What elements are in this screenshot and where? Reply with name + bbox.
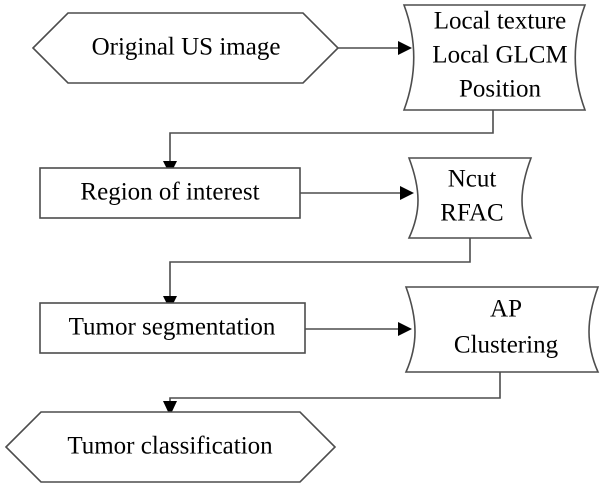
data-tape-shape [407, 157, 533, 239]
edge-original-to-feature [338, 41, 412, 55]
node-label-position: Position [459, 76, 541, 103]
node-ncut-rfac-data[interactable]: Ncut RFAC [407, 157, 533, 239]
arrowhead-right-icon [398, 41, 412, 55]
arrowhead-right-icon [400, 186, 414, 200]
node-tumor-classification[interactable]: Tumor classification [4, 411, 337, 483]
edge-clustering-to-classification [163, 372, 501, 416]
data-tape-shape [404, 286, 600, 373]
node-label-local-texture: Local texture [434, 8, 567, 35]
node-label-original-us-image: Original US image [92, 34, 281, 61]
rectangle-shape [39, 167, 301, 219]
rectangle-shape [39, 302, 306, 354]
node-label-ap: AP [490, 296, 522, 323]
edge-segmentation-to-clustering [305, 322, 412, 336]
edge-polyline [169, 110, 494, 161]
edge-polyline [169, 238, 471, 296]
data-tape-shape [402, 4, 587, 111]
edge-roi-to-ncut [300, 186, 414, 200]
arrowhead-right-icon [398, 322, 412, 336]
node-label-rfac: RFAC [440, 200, 503, 227]
edge-polyline [169, 372, 501, 405]
node-label-local-glcm: Local GLCM [432, 42, 567, 69]
node-tumor-segmentation[interactable]: Tumor segmentation [39, 302, 306, 354]
node-label-tumor-segmentation: Tumor segmentation [69, 314, 276, 341]
node-region-of-interest[interactable]: Region of interest [39, 167, 301, 219]
node-ap-clustering-data[interactable]: AP Clustering [404, 286, 600, 373]
hexagon-shape [4, 411, 337, 483]
node-label-clustering: Clustering [454, 332, 559, 359]
node-label-ncut: Ncut [448, 166, 497, 193]
node-original-us-image[interactable]: Original US image [31, 12, 340, 84]
node-feature-extraction-data[interactable]: Local texture Local GLCM Position [402, 4, 587, 111]
node-label-tumor-classification: Tumor classification [67, 433, 273, 460]
arrowhead-down-icon [163, 401, 177, 416]
node-label-region-of-interest: Region of interest [80, 179, 259, 206]
